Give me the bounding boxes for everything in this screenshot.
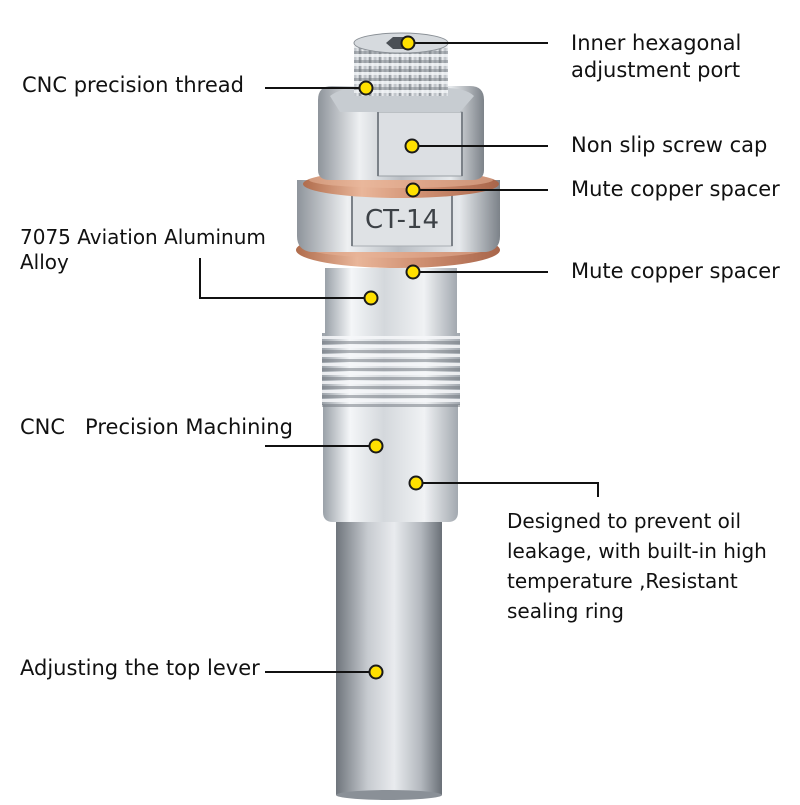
- label-cnc-precision-thread: CNC precision thread: [22, 73, 244, 97]
- thread-groove: [322, 404, 460, 407]
- thread-groove: [322, 368, 460, 371]
- marker-dot-lever: [368, 664, 384, 680]
- thread-groove: [322, 377, 460, 380]
- thread-ridge: [322, 354, 460, 357]
- marker-dot-cnc-thread: [358, 80, 374, 96]
- label-non-slip-screw-cap: Non slip screw cap: [571, 133, 768, 157]
- thread-groove: [322, 341, 460, 344]
- thread-ridge: [322, 363, 460, 366]
- label-mute-copper-spacer-lower: Mute copper spacer: [571, 259, 780, 283]
- thread-groove: [322, 359, 460, 362]
- marker-dot-alloy: [363, 290, 379, 306]
- label-oil-leak-prevention: Designed to prevent oil leakage, with bu…: [507, 509, 767, 623]
- top-lever-rod: [336, 510, 442, 795]
- label-cnc-precision-machining-text: CNC Precision Machining: [20, 415, 293, 439]
- leader-line-alloy: [199, 258, 371, 299]
- thread-ridge: [322, 381, 460, 384]
- part-marking: CT-14: [365, 205, 439, 235]
- thread-ridge: [322, 336, 460, 339]
- thread-ridge: [322, 345, 460, 348]
- thread-groove: [322, 395, 460, 398]
- label-mute-copper-spacer-upper: Mute copper spacer: [571, 177, 780, 201]
- thread-ridge: [322, 399, 460, 402]
- body-thread: [322, 333, 460, 407]
- label-adjusting-top-lever: Adjusting the top lever: [20, 656, 260, 680]
- thread-groove: [322, 386, 460, 389]
- thread-ridge: [322, 372, 460, 375]
- marker-dot-design: [408, 475, 424, 491]
- label-cnc-precision-machining: CNC Precision Machining: [20, 414, 293, 441]
- thread-groove: [322, 350, 460, 353]
- top-lever-rod-end: [336, 790, 442, 800]
- marker-dot-copper-upper: [405, 182, 421, 198]
- marker-dot-machining: [368, 438, 384, 454]
- leader-line-design: [416, 482, 599, 497]
- marker-dot-copper-lower: [405, 264, 421, 280]
- label-aviation-aluminum-alloy: 7075 Aviation Aluminum Alloy: [20, 225, 266, 274]
- aluminum-lower-body: [323, 405, 458, 522]
- marker-dot-screw-cap: [404, 138, 420, 154]
- aluminum-upper-body: [325, 268, 457, 336]
- marker-dot-inner-port: [400, 35, 416, 51]
- label-inner-hexagonal-port: Inner hexagonal adjustment port: [571, 31, 742, 82]
- thread-ridge: [322, 390, 460, 393]
